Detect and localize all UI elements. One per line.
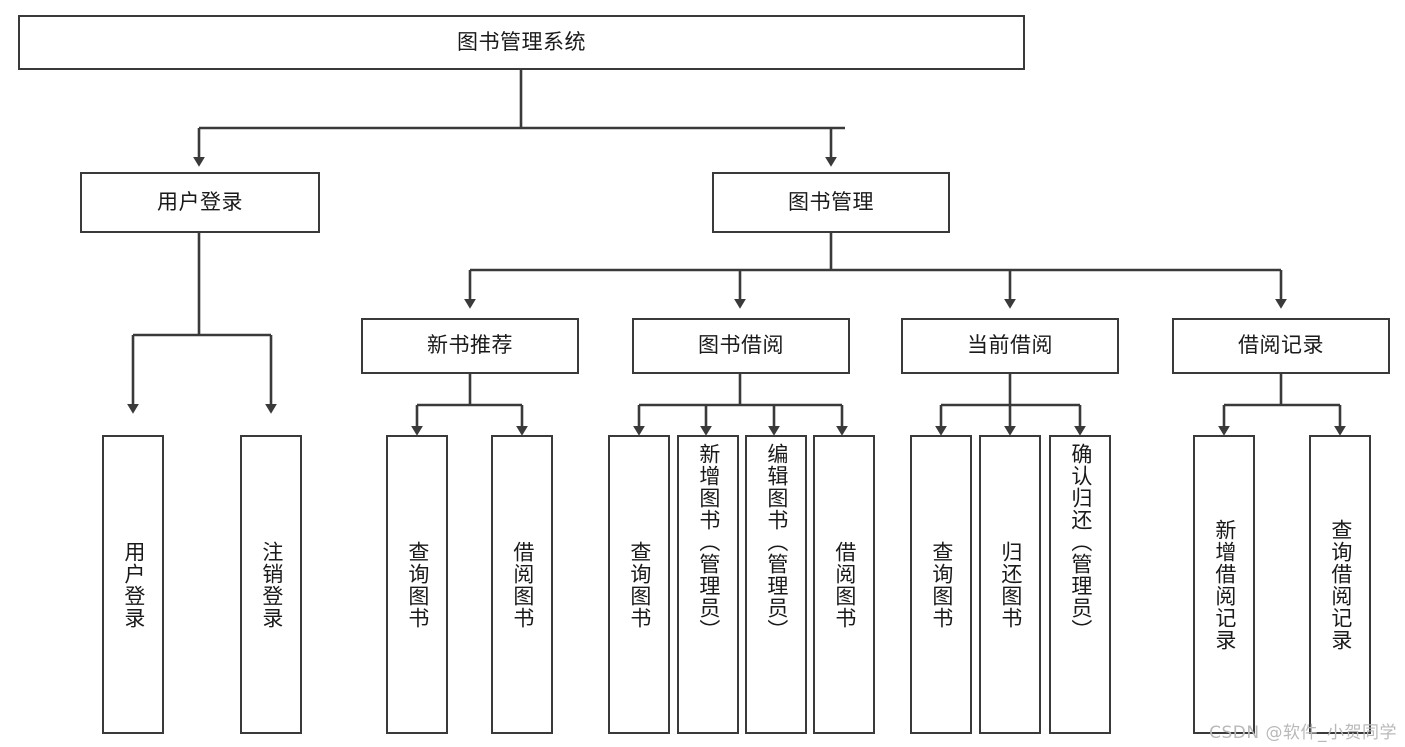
node-book-borrow[interactable]: 图书借阅 [632, 318, 850, 374]
node-label: 借阅图书 [832, 540, 857, 629]
node-label: 新增图书（管理员） [696, 443, 721, 641]
leaf-borrow-record-query-record[interactable]: 查询借阅记录 [1309, 435, 1371, 734]
leaf-book-borrow-query-book[interactable]: 查询图书 [608, 435, 670, 734]
node-label: 新增借阅记录 [1212, 518, 1237, 651]
node-label: 借阅图书 [510, 540, 535, 629]
node-root-book-management-system[interactable]: 图书管理系统 [18, 15, 1025, 70]
leaf-user-login-login[interactable]: 用户登录 [102, 435, 164, 734]
node-book-management[interactable]: 图书管理 [712, 172, 950, 233]
node-label: 查询图书 [405, 540, 430, 629]
node-label: 当前借阅 [967, 333, 1053, 358]
leaf-book-borrow-edit-book-admin[interactable]: 编辑图书（管理员） [745, 435, 807, 734]
leaf-book-borrow-add-book-admin[interactable]: 新增图书（管理员） [677, 435, 739, 734]
leaf-user-login-logout[interactable]: 注销登录 [240, 435, 302, 734]
node-label: 注销登录 [259, 540, 284, 629]
leaf-book-borrow-borrow-book[interactable]: 借阅图书 [813, 435, 875, 734]
node-label: 确认归还（管理员） [1068, 443, 1093, 641]
node-label: 用户登录 [157, 189, 243, 214]
node-label: 图书管理 [788, 189, 874, 214]
node-borrow-record[interactable]: 借阅记录 [1172, 318, 1390, 374]
leaf-new-book-borrow-book[interactable]: 借阅图书 [491, 435, 553, 734]
node-label: 借阅记录 [1238, 333, 1324, 358]
node-label: 图书管理系统 [457, 29, 586, 54]
leaf-new-book-query-book[interactable]: 查询图书 [386, 435, 448, 734]
node-current-borrow[interactable]: 当前借阅 [901, 318, 1119, 374]
node-label: 查询图书 [627, 540, 652, 629]
node-label: 查询图书 [929, 540, 954, 629]
node-label: 用户登录 [121, 540, 146, 629]
leaf-current-borrow-confirm-return-admin[interactable]: 确认归还（管理员） [1049, 435, 1111, 734]
node-label: 新书推荐 [427, 333, 513, 358]
node-label: 归还图书 [998, 540, 1023, 629]
node-label: 编辑图书（管理员） [764, 443, 789, 641]
leaf-current-borrow-return-book[interactable]: 归还图书 [979, 435, 1041, 734]
leaf-borrow-record-add-record[interactable]: 新增借阅记录 [1193, 435, 1255, 734]
csdn-watermark: CSDN @软件_小贺同学 [1209, 723, 1397, 743]
node-new-book-recommend[interactable]: 新书推荐 [361, 318, 579, 374]
leaf-current-borrow-query-book[interactable]: 查询图书 [910, 435, 972, 734]
node-label: 图书借阅 [698, 333, 784, 358]
node-user-login[interactable]: 用户登录 [80, 172, 320, 233]
node-label: 查询借阅记录 [1328, 518, 1353, 651]
